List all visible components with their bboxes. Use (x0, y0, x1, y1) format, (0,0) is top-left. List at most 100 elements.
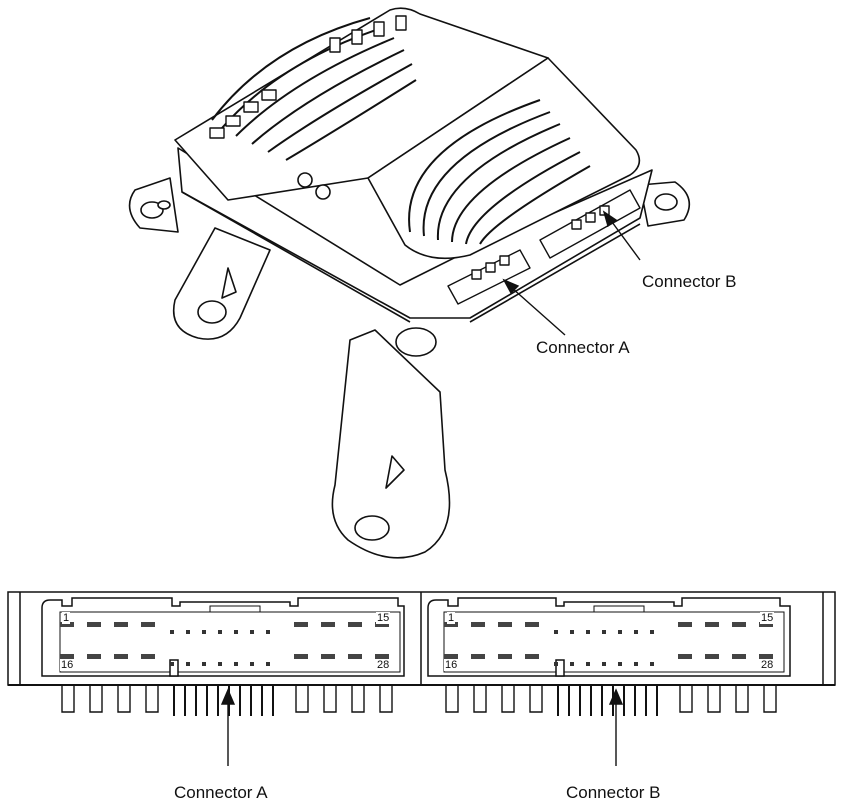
callout-connector-a-top: Connector A (536, 338, 630, 357)
pin-contact (525, 622, 539, 627)
pin-contact (348, 622, 362, 627)
pin-contact-small (186, 630, 190, 634)
pin-contact-small (250, 630, 254, 634)
callout-connector-b-bottom: Connector B (566, 783, 661, 802)
terminal-leg (763, 686, 777, 713)
pin-contact-small (234, 630, 238, 634)
connector-a-pin-15-label: 15 (376, 612, 391, 624)
terminal-leg (707, 686, 721, 713)
terminal-leg (323, 686, 337, 713)
pin-contact (321, 622, 335, 627)
bottom-callout-leaders (220, 688, 624, 766)
module-connector-b-socket (539, 189, 641, 259)
pin-contact-small (218, 662, 222, 666)
pin-contact (498, 622, 512, 627)
right-bolt-hole (654, 193, 678, 211)
pin-contact-small (570, 630, 574, 634)
connector-b-pin-1-label: 1 (447, 612, 456, 624)
terminal-leg (145, 686, 159, 713)
terminal-leg (295, 686, 309, 713)
pin-contact-small (170, 630, 174, 634)
pin-contact-small (570, 662, 574, 666)
pin-contact (375, 654, 389, 659)
module-connector-a-socket (447, 249, 531, 305)
pin-contact (471, 622, 485, 627)
pin-contact (678, 622, 692, 627)
housing-foot (157, 200, 171, 210)
pin-contact (114, 654, 128, 659)
terminal-leg (679, 686, 693, 713)
pin-contact-small (234, 662, 238, 666)
pin-contact (294, 654, 308, 659)
housing-foot (395, 327, 437, 357)
pin-contact (444, 622, 458, 627)
pin-contact (294, 622, 308, 627)
connector-b-pin-field (444, 622, 773, 666)
pin-contact-small (266, 662, 270, 666)
pin-contact (114, 622, 128, 627)
terminal-leg (89, 686, 103, 713)
pin-contact-small (266, 630, 270, 634)
connector-a-pin-field (60, 622, 389, 666)
vent-icon (315, 184, 331, 200)
pin-contact-small (554, 662, 558, 666)
upper-bracket-hole (197, 300, 227, 324)
ecu-module-illustration (128, 7, 691, 559)
pin-contact (321, 654, 335, 659)
pin-contact (375, 622, 389, 627)
connector-b-pin-15-label: 15 (760, 612, 775, 624)
top-callout-leaders (502, 210, 641, 336)
pin-contact (759, 654, 773, 659)
pin-contact-small (650, 630, 654, 634)
pin-contact-small (202, 662, 206, 666)
pin-contact-small (218, 630, 222, 634)
housing-body (177, 147, 653, 319)
callout-connector-b-top: Connector B (642, 272, 737, 291)
lower-bracket (331, 329, 451, 559)
vent-icon (297, 172, 313, 188)
connector-b-housing (427, 597, 791, 677)
connector-b-pin-28-label: 28 (760, 659, 775, 671)
pin-contact-small (554, 630, 558, 634)
connector-a-pin-1-label: 1 (62, 612, 71, 624)
connector-b-pin-16-label: 16 (444, 659, 459, 671)
pin-contact (705, 622, 719, 627)
pin-contact-small (186, 662, 190, 666)
housing-top-right-lid (367, 57, 641, 260)
connector-a-pin-28-label: 28 (376, 659, 391, 671)
connector-face-view (7, 591, 836, 686)
pin-contact (141, 654, 155, 659)
pin-contact (444, 654, 458, 659)
pin-contact (471, 654, 485, 659)
connector-a-housing (41, 597, 405, 677)
pin-contact (87, 622, 101, 627)
pin-contact (60, 622, 74, 627)
pin-contact-small (618, 662, 622, 666)
pin-contact (759, 622, 773, 627)
pin-contact-small (602, 662, 606, 666)
pin-contact (525, 654, 539, 659)
pin-contact-small (586, 630, 590, 634)
terminal-leg (529, 686, 543, 713)
pin-contact (732, 654, 746, 659)
upper-bracket-arm (173, 227, 271, 340)
pin-contact-small (586, 662, 590, 666)
terminal-leg (735, 686, 749, 713)
pin-contact-small (250, 662, 254, 666)
pin-contact (348, 654, 362, 659)
pin-contact-small (650, 662, 654, 666)
pin-contact-small (170, 662, 174, 666)
pin-contact (498, 654, 512, 659)
connector-a-pin-16-label: 16 (60, 659, 75, 671)
terminal-legs (61, 686, 777, 716)
pin-contact (678, 654, 692, 659)
pin-contact (87, 654, 101, 659)
terminal-leg (501, 686, 515, 713)
terminal-leg (473, 686, 487, 713)
pin-contact-small (634, 630, 638, 634)
terminal-leg (445, 686, 459, 713)
pin-contact (732, 622, 746, 627)
terminal-leg (117, 686, 131, 713)
pin-contact-small (634, 662, 638, 666)
